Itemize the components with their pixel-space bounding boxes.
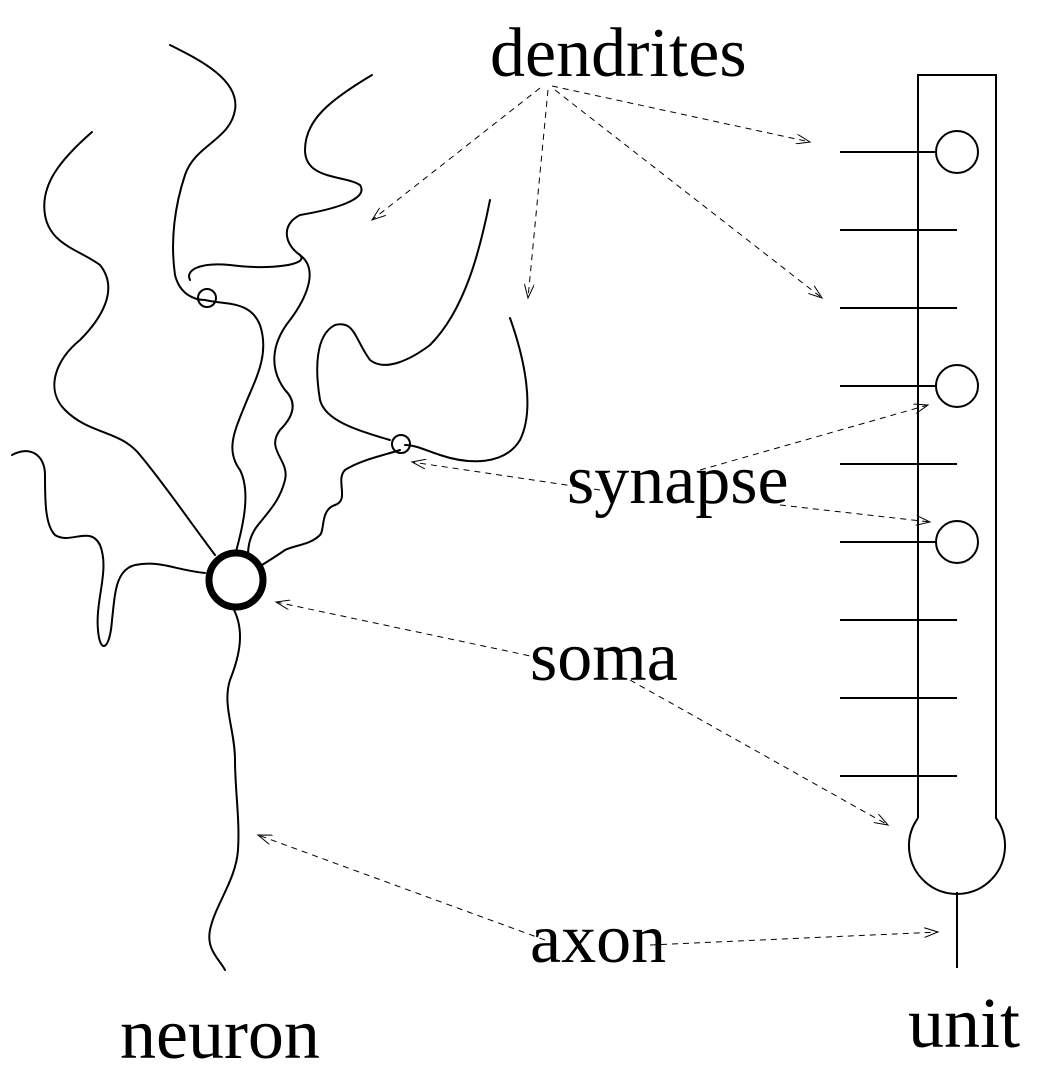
unit-drawing xyxy=(840,74,1006,968)
label-neuron: neuron xyxy=(120,994,320,1074)
unit-synapse-3 xyxy=(935,520,979,564)
arrow-dendrites-to-neuron xyxy=(372,87,541,220)
arrow-soma-to-neuron xyxy=(276,602,541,659)
dendrite-branch-8 xyxy=(261,449,401,566)
arrow-axon-to-neuron xyxy=(258,835,546,941)
label-synapse: synapse xyxy=(567,442,789,519)
unit-synapse-1 xyxy=(935,130,979,174)
synapse-dot-1 xyxy=(197,288,217,308)
dendrite-branch-5 xyxy=(247,254,311,556)
arrow-dendrites-to-unit-mid xyxy=(554,89,822,298)
arrow-dendrites-to-middle xyxy=(528,89,549,298)
synapse-dot-2 xyxy=(391,434,411,454)
dendrite-branch-7 xyxy=(404,317,529,463)
unit-synapse-2 xyxy=(935,364,979,408)
soma-circle xyxy=(205,549,267,611)
arrow-soma-to-unit xyxy=(629,679,888,825)
label-dendrites: dendrites xyxy=(490,15,747,92)
pointer-arrows xyxy=(258,85,938,946)
label-soma: soma xyxy=(530,619,678,696)
neuron-drawing xyxy=(11,44,529,971)
dendrite-branch-4 xyxy=(188,74,373,281)
arrow-axon-to-unit xyxy=(649,932,938,946)
dendrite-branch-1 xyxy=(43,131,216,556)
arrow-synapse-to-neuron xyxy=(412,462,601,491)
dendrite-branch-9 xyxy=(11,450,206,647)
label-axon: axon xyxy=(530,901,666,978)
arrow-dendrites-to-unit-top xyxy=(551,85,810,142)
axon-line xyxy=(208,607,241,971)
unit-body xyxy=(908,74,1006,895)
arrow-synapse-to-unit-lower xyxy=(779,504,930,522)
dendrite-branch-6 xyxy=(316,199,491,441)
dendrite-branch-2 xyxy=(169,44,237,301)
label-unit: unit xyxy=(908,983,1020,1063)
dendrite-branch-3 xyxy=(204,299,265,556)
